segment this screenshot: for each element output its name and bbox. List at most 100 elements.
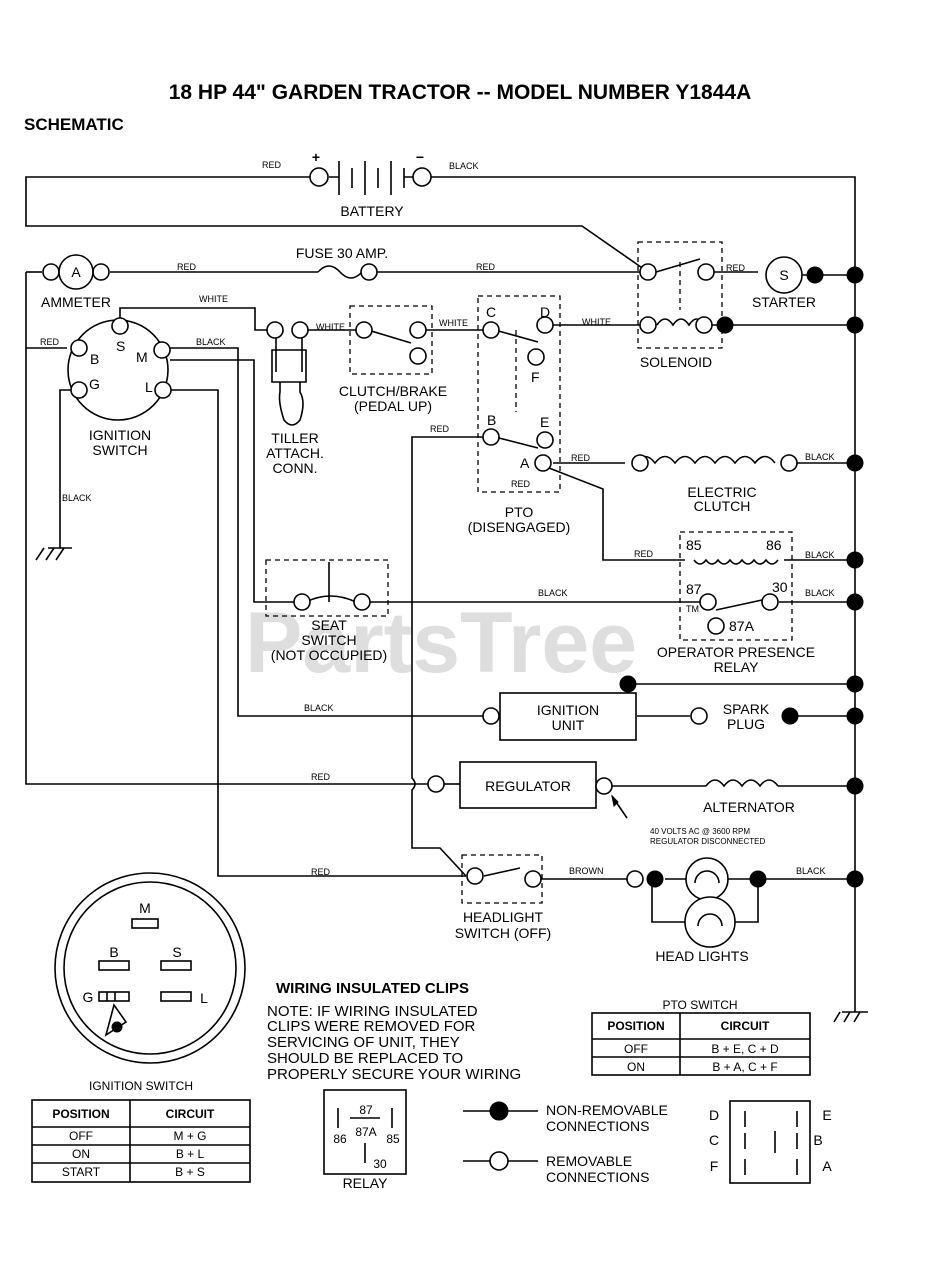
wire-label-red: RED bbox=[476, 262, 496, 272]
watermark: PartsTree bbox=[245, 595, 637, 691]
battery-minus: − bbox=[416, 149, 424, 165]
wire-label-black: BLACK bbox=[62, 493, 92, 503]
ignition-switch-label-1: IGNITION bbox=[89, 427, 151, 443]
electric-clutch-label-2: CLUTCH bbox=[694, 498, 751, 514]
pto-pin-c: C bbox=[709, 1132, 719, 1148]
starter-symbol: S bbox=[779, 267, 788, 283]
regulator-label: REGULATOR bbox=[485, 778, 571, 794]
ign-table-cell: START bbox=[62, 1165, 101, 1179]
seat-switch-label-1: SEAT bbox=[311, 617, 347, 633]
terminal-letters: S B M G L C D F B E A 85 86 87 30 87A bbox=[89, 304, 788, 634]
dashed-enclosures bbox=[265, 241, 793, 904]
relay-terminal-86: 86 bbox=[766, 537, 782, 553]
pto-table-header-circuit: CIRCUIT bbox=[721, 1019, 770, 1033]
fixed-connections bbox=[619, 266, 864, 888]
alternator-label: ALTERNATOR bbox=[703, 799, 795, 815]
pto-pin-a: A bbox=[822, 1158, 832, 1174]
face-l: L bbox=[200, 990, 208, 1006]
spark-plug-label-2: PLUG bbox=[727, 716, 765, 732]
ammeter-symbol: A bbox=[71, 264, 81, 280]
legend: NON-REMOVABLE CONNECTIONS REMOVABLE CONN… bbox=[463, 1101, 668, 1185]
clips-note-line: PROPERLY SECURE YOUR WIRING bbox=[267, 1066, 521, 1083]
relay-terminal-30: 30 bbox=[772, 579, 788, 595]
ign-table-header-circuit: CIRCUIT bbox=[166, 1107, 215, 1121]
wire-label-black: BLACK bbox=[304, 703, 334, 713]
fuse-label: FUSE 30 AMP. bbox=[296, 245, 388, 261]
wire-label-red: RED bbox=[511, 479, 531, 489]
ign-table-cell: B + S bbox=[175, 1165, 205, 1179]
page-subtitle: SCHEMATIC bbox=[24, 115, 124, 134]
legend-removable-2: CONNECTIONS bbox=[546, 1169, 649, 1185]
wire-label-black: BLACK bbox=[805, 550, 835, 560]
wire-label-red: RED bbox=[311, 867, 331, 877]
clips-note-heading: WIRING INSULATED CLIPS bbox=[276, 980, 469, 997]
ignition-unit-box bbox=[499, 692, 637, 741]
ignition-unit-label-2: UNIT bbox=[552, 717, 585, 733]
relay-caption: RELAY bbox=[343, 1175, 389, 1191]
relay-pin-86: 86 bbox=[333, 1132, 347, 1146]
ign-table-cell: OFF bbox=[69, 1129, 93, 1143]
ignition-switch-label-2: SWITCH bbox=[92, 442, 147, 458]
ammeter-label: AMMETER bbox=[41, 294, 111, 310]
pto-label-1: PTO bbox=[505, 504, 534, 520]
wire-label-white: WHITE bbox=[199, 294, 228, 304]
wire-label-red: RED bbox=[40, 337, 60, 347]
pto-pin-e: E bbox=[822, 1107, 831, 1123]
face-s: S bbox=[172, 944, 181, 960]
ign-terminal-g: G bbox=[89, 376, 100, 392]
clips-note: WIRING INSULATED CLIPS NOTE: IF WIRING I… bbox=[267, 980, 521, 1083]
wire-label-white: WHITE bbox=[439, 318, 468, 328]
electric-clutch-label-1: ELECTRIC bbox=[687, 484, 756, 500]
clutch-brake-label-1: CLUTCH/BRAKE bbox=[339, 383, 447, 399]
pto-pin-b: B bbox=[813, 1132, 822, 1148]
clips-note-line: SERVICING OF UNIT, THEY bbox=[267, 1034, 460, 1051]
relay-terminal-87: 87 bbox=[686, 581, 702, 597]
wire-label-black: BLACK bbox=[805, 588, 835, 598]
wire-label-red: RED bbox=[177, 262, 197, 272]
relay-pinout: 87 87A 86 85 30 RELAY bbox=[323, 1089, 407, 1191]
tiller-label-2: ATTACH. bbox=[266, 445, 324, 461]
wire-label-black: BLACK bbox=[805, 452, 835, 462]
ign-terminal-s: S bbox=[116, 338, 125, 354]
pto-circuit-table: PTO SWITCH POSITION CIRCUIT OFF B + E, C… bbox=[591, 998, 811, 1076]
watermark-tm: TM bbox=[686, 604, 699, 614]
pto-terminal-e: E bbox=[540, 414, 549, 430]
relay-pin-87: 87 bbox=[359, 1103, 373, 1117]
alternator-note-2: REGULATOR DISCONNECTED bbox=[650, 837, 765, 846]
spark-plug-label-1: SPARK bbox=[723, 701, 770, 717]
ignition-switch-caption: IGNITION SWITCH bbox=[89, 1079, 193, 1093]
wire-label-red: RED bbox=[571, 453, 591, 463]
pto-table-cell: B + A, C + F bbox=[712, 1060, 777, 1074]
wire-label-red: RED bbox=[726, 263, 746, 273]
pto-table-caption: PTO SWITCH bbox=[662, 998, 737, 1012]
ignition-switch-face: M B S G L IGNITION SWITCH bbox=[54, 872, 246, 1093]
tiller-label-1: TILLER bbox=[271, 430, 318, 446]
ign-terminal-m: M bbox=[136, 349, 148, 365]
relay-terminal-87a: 87A bbox=[729, 618, 755, 634]
starter-label: STARTER bbox=[752, 294, 816, 310]
solenoid-label: SOLENOID bbox=[640, 354, 712, 370]
pto-terminal-f: F bbox=[531, 369, 540, 385]
ign-table-cell: M + G bbox=[173, 1129, 206, 1143]
wire-label-white: WHITE bbox=[316, 322, 345, 332]
wire-label-red: RED bbox=[634, 549, 654, 559]
wires bbox=[25, 161, 868, 1023]
pto-table-header-position: POSITION bbox=[607, 1019, 664, 1033]
wire-label-white: WHITE bbox=[582, 317, 611, 327]
wire-label-red: RED bbox=[430, 424, 450, 434]
alternator-note-1: 40 VOLTS AC @ 3600 RPM bbox=[650, 827, 750, 836]
face-g: G bbox=[83, 989, 94, 1005]
wire-label-red: RED bbox=[262, 160, 282, 170]
pto-terminal-b: B bbox=[487, 412, 496, 428]
seat-switch-label-2: SWITCH bbox=[301, 632, 356, 648]
pto-table-cell: ON bbox=[627, 1060, 645, 1074]
relay-terminal-85: 85 bbox=[686, 537, 702, 553]
tiller-label-3: CONN. bbox=[272, 460, 317, 476]
pto-label-2: (DISENGAGED) bbox=[468, 519, 571, 535]
clutch-brake-label-2: (PEDAL UP) bbox=[354, 398, 432, 414]
wire-label-black: BLACK bbox=[196, 337, 226, 347]
pto-pin-f: F bbox=[710, 1158, 719, 1174]
pto-terminal-d: D bbox=[540, 304, 550, 320]
ignition-unit-label-1: IGNITION bbox=[537, 702, 599, 718]
